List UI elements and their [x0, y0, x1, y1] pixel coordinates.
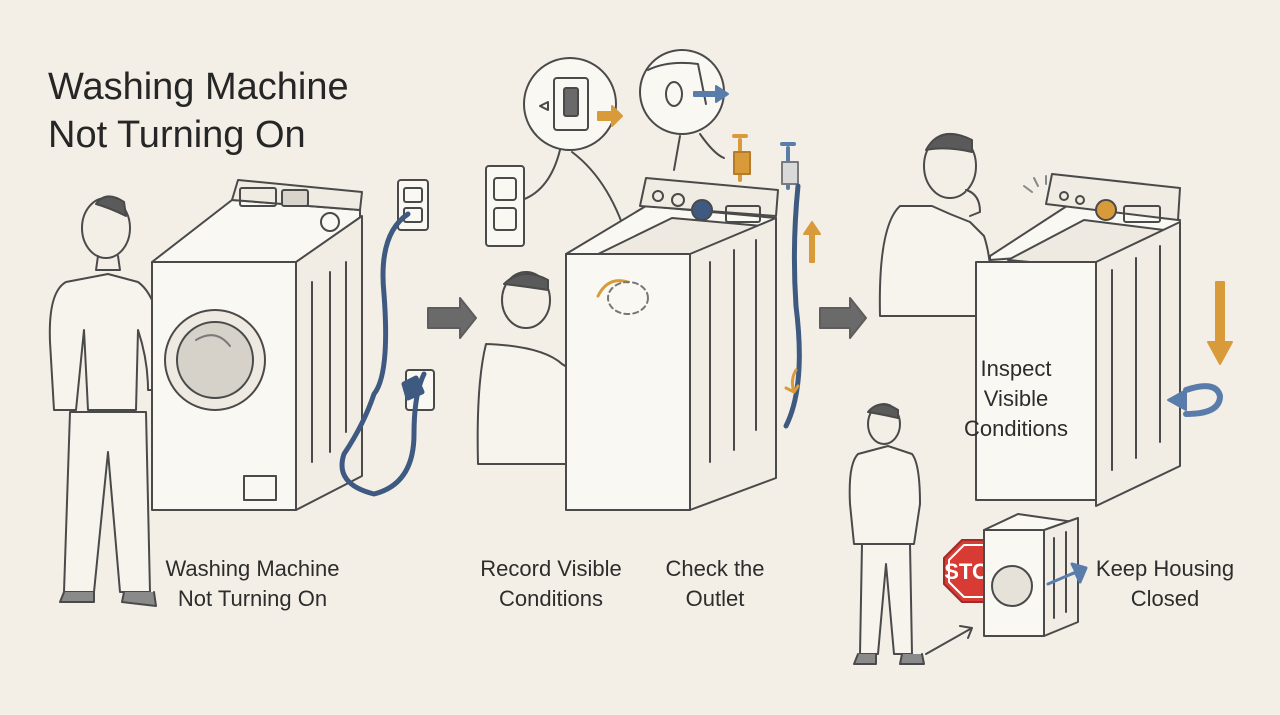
callout-line [521, 149, 561, 201]
callout-line [673, 135, 681, 171]
step-label-check-the-outlet: Check the Outlet [665, 556, 765, 611]
down-arrow-icon [1207, 281, 1233, 365]
rotate-arrow-icon [1183, 383, 1223, 417]
power-cord-icon [339, 211, 427, 497]
step-label-inspect-visible-conditions: Inspect Visible Conditions [964, 356, 1068, 441]
rotate-arrow-head [1167, 389, 1187, 411]
step-label-washer-not-turning-on: Washing Machine Not Turning On [165, 556, 340, 611]
light-switch-icon [523, 57, 623, 151]
front-load-washer-icon [151, 179, 363, 511]
water-hose-icon [783, 183, 802, 429]
person-pointing-icon [476, 271, 635, 465]
person-thinking-icon [878, 132, 993, 317]
step-label-record-visible-conditions: Record Visible Conditions [480, 556, 622, 611]
page-title: Washing Machine Not Turning On [48, 66, 349, 157]
curved-arrow-icon [784, 368, 800, 394]
front-load-washer-small-icon [983, 513, 1079, 637]
left-arrow-icon [1046, 562, 1088, 586]
step-label-keep-housing-closed: Keep Housing Closed [1095, 556, 1235, 611]
wall-outlet-icon [485, 165, 525, 247]
sparkle-lines [1023, 175, 1047, 193]
pointer-arrow-icon [925, 625, 973, 655]
person-standing-icon [48, 195, 169, 607]
flow-arrow-icon [819, 297, 867, 339]
water-valve-icon [732, 134, 799, 190]
callout-line [699, 133, 725, 159]
person-standing-icon [848, 403, 925, 665]
up-arrow-icon [803, 221, 821, 263]
flow-arrow-icon [427, 297, 477, 339]
top-load-washer-icon [975, 173, 1181, 507]
top-load-washer-icon [565, 177, 779, 511]
washer-top-closeup-icon [639, 49, 729, 135]
